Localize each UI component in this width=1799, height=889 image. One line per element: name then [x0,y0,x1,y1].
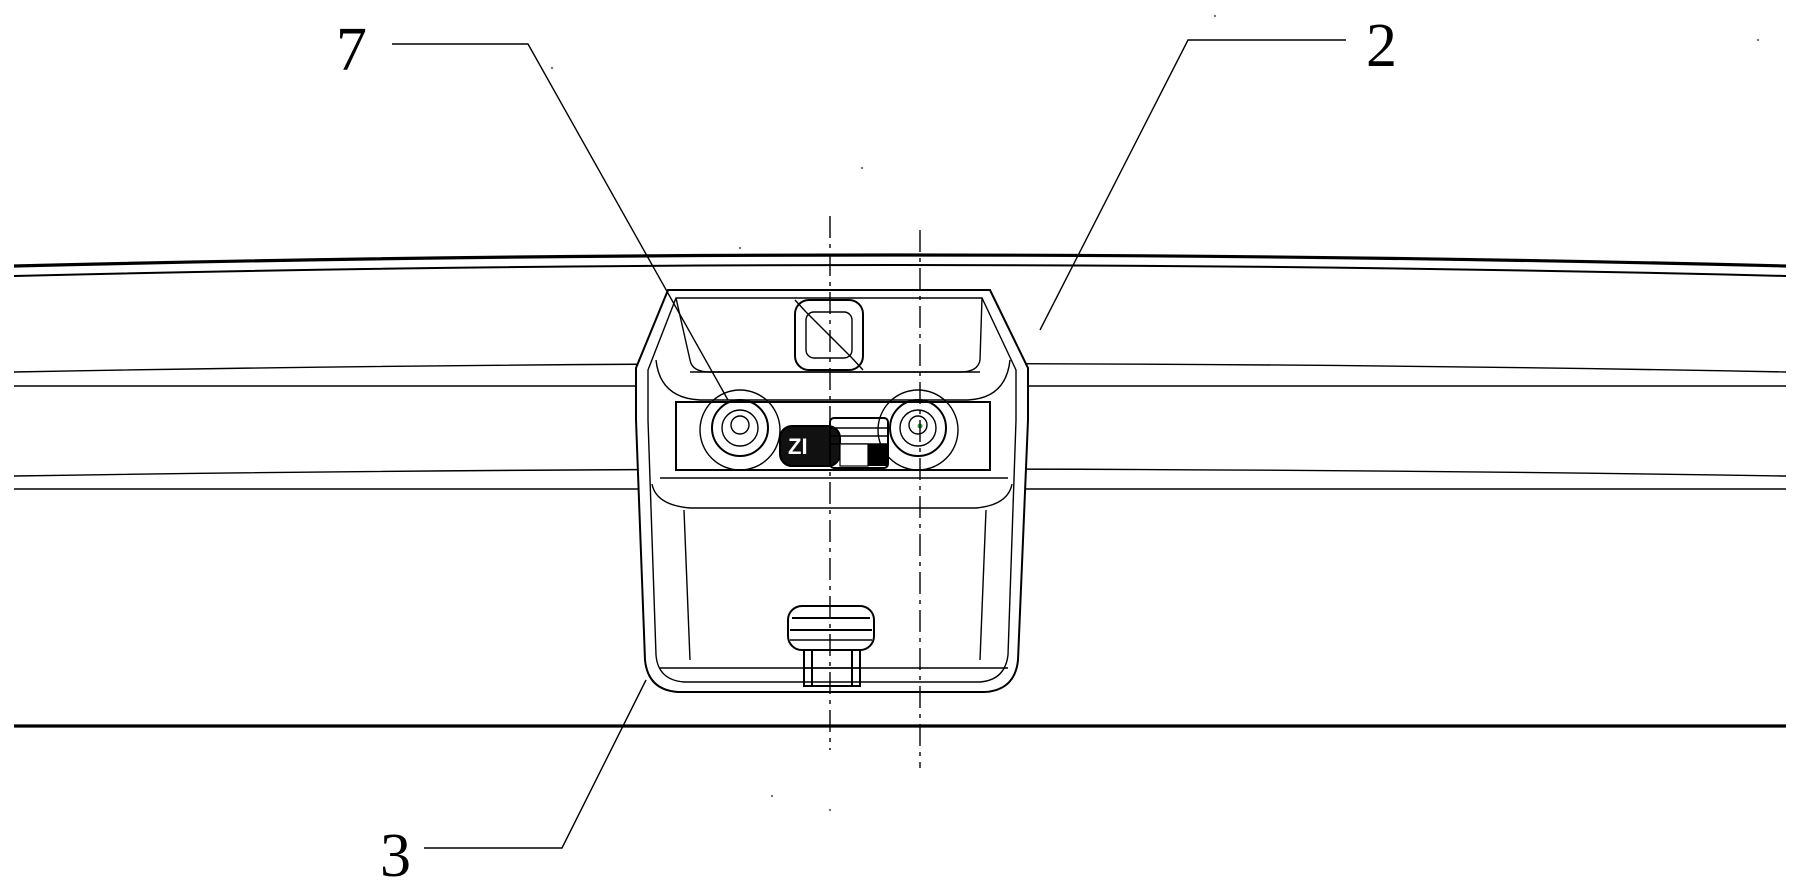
speck [738,246,742,250]
speck [770,794,774,798]
speck [828,808,832,812]
callout-label-7: 7 [336,16,367,84]
housing-mask [636,290,1028,692]
left-screw-ring-mid [711,399,769,457]
right-screw-ring-inner [899,409,937,447]
knob-outer [794,299,864,371]
housing: ZI [635,289,1029,693]
lower-panel-left-edge [683,509,691,661]
top-cap-ledge [655,359,1011,401]
knob-inner [805,311,853,359]
left-screw-ring-outer [699,389,781,471]
right-screw-ring-mid [889,399,947,457]
part-marking-text: ZI [788,434,808,459]
center-connector-block: ZI [779,417,889,469]
callout-label-3: 3 [380,822,411,889]
callout-2: 2 [1039,12,1397,331]
rail-top-edge-inner [13,264,1787,277]
callout-7: 7 [336,16,729,401]
mid-ledge-curve [651,483,1013,509]
leader-line-7 [392,43,729,401]
scan-specks [550,14,1760,812]
housing-inner-outline [647,297,1017,683]
callout-3: 3 [380,679,647,889]
right-screw [877,389,959,471]
rail-top-edge [13,253,1787,268]
leader-line-2 [1039,39,1346,331]
screw-strip-window [675,401,991,471]
leader-line-3 [424,679,647,849]
left-screw-ring-inner [721,409,759,447]
left-screw [699,389,781,471]
bottom-release-button [787,605,875,687]
speck [1756,38,1760,42]
speck [550,66,554,70]
housing-outline [635,289,1029,693]
knob-diag-2 [794,299,807,313]
center-block-body [829,417,889,469]
lower-panel-right-edge [979,509,987,661]
right-screw-head [908,415,928,435]
top-square-knob [794,299,864,371]
right-screw-ring-outer [877,389,959,471]
knob-diag-1 [805,311,853,359]
callout-label-2: 2 [1366,12,1397,80]
speck [860,166,864,170]
knob-diag-3 [851,357,864,371]
left-screw-head [730,415,750,435]
speck [1213,14,1217,18]
center-block-base-face [839,443,869,467]
